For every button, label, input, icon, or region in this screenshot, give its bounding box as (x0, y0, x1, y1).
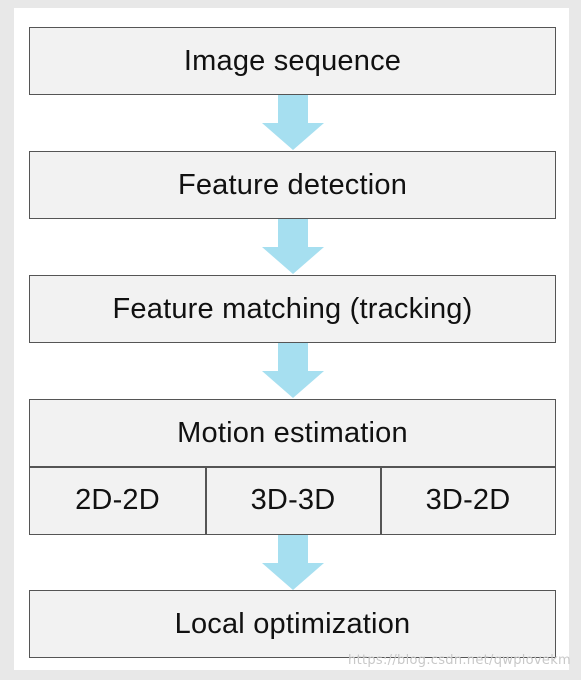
divider-vertical (380, 466, 382, 534)
method-3d-3d: 3D-3D (206, 467, 380, 534)
step-local-optimization: Local optimization (29, 590, 556, 658)
method-label: 3D-3D (250, 484, 336, 516)
motion-estimation-title: Motion estimation (30, 400, 555, 466)
divider-vertical (205, 466, 207, 534)
divider-horizontal (30, 466, 555, 468)
step-label: Feature detection (177, 168, 408, 201)
step-label: Local optimization (174, 607, 411, 640)
method-label: 3D-2D (425, 484, 511, 516)
step-feature-matching: Feature matching (tracking) (29, 275, 556, 343)
step-label: Feature matching (tracking) (112, 292, 473, 325)
down-arrow-icon (262, 95, 324, 150)
step-feature-detection: Feature detection (29, 151, 556, 219)
method-3d-2d: 3D-2D (381, 467, 555, 534)
step-label: Motion estimation (177, 416, 408, 449)
down-arrow-icon (262, 343, 324, 398)
step-image-sequence: Image sequence (29, 27, 556, 95)
method-2d-2d: 2D-2D (30, 467, 205, 534)
down-arrow-icon (262, 535, 324, 590)
step-label: Image sequence (183, 44, 402, 77)
down-arrow-icon (262, 219, 324, 274)
watermark: https://blog.csdn.net/qwplovekm (348, 653, 571, 668)
step-motion-estimation: Motion estimation 2D-2D 3D-3D 3D-2D (29, 399, 556, 535)
method-label: 2D-2D (75, 484, 160, 516)
